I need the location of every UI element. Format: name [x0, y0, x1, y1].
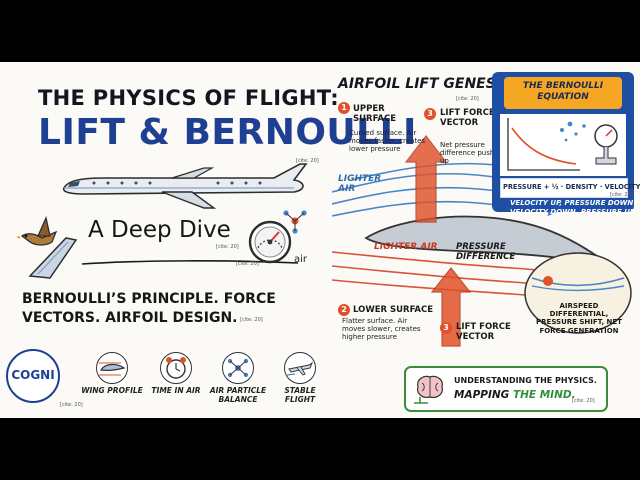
cite-equation: [cite: 20] — [610, 192, 633, 198]
lower-surface-title: LOWER SURFACE — [353, 305, 434, 315]
slide: THE PHYSICS OF FLIGHT: LIFT & BERNOULLI … — [0, 62, 640, 418]
subtitle: A Deep Dive — [88, 217, 231, 243]
lighter-air-top: LIGHTER AIR — [338, 174, 382, 194]
step-number-3-bottom: 3 — [440, 322, 452, 334]
mind-box: UNDERSTANDING THE PHYSICS. MAPPING THE M… — [404, 366, 608, 412]
step-number-2: 2 — [338, 304, 350, 316]
gauge-label: air — [294, 254, 308, 265]
lower-surface-desc: Flatter surface. Air moves slower, creat… — [342, 317, 421, 342]
upper-surface-desc: Curved surface. Air moves faster, create… — [349, 129, 426, 154]
cite-subtitle: [cite: 20] — [216, 244, 239, 250]
airplane-icon — [284, 352, 316, 384]
item-time-in-air: TIME IN AIR — [144, 352, 208, 396]
mind-line-2a: MAPPING — [454, 389, 513, 401]
airfoil-title: AIRFOIL LIFT GENESIS — [338, 76, 512, 92]
mind-line-2b: THE MIND. — [512, 389, 576, 401]
lift-force-title: LIFT FORCE VECTOR — [440, 108, 495, 128]
cite-title: [cite: 20] — [296, 158, 319, 164]
alarm-clock-icon — [160, 352, 192, 384]
item-label: TIME IN AIR — [151, 386, 201, 395]
pressure-difference-label: PRESSURE DIFFERENCE — [456, 242, 516, 262]
airspeed-inset — [524, 252, 632, 334]
item-label: AIR PARTICLE BALANCE — [209, 386, 267, 404]
lighter-air-bottom: LIGHTER AIR — [374, 242, 438, 252]
upper-surface-title: UPPER SURFACE — [353, 104, 397, 124]
step-number-3-top: 3 — [424, 108, 436, 120]
bernoulli-line-1: VELOCITY UP, PRESSURE DOWN — [510, 199, 634, 207]
mind-line-2: MAPPING THE MIND. — [454, 389, 576, 401]
cite-tagline: [cite: 20] — [240, 317, 263, 323]
item-stable-flight: STABLE FLIGHT — [268, 352, 332, 404]
lift-force-title-2: LIFT FORCE VECTOR — [456, 322, 511, 342]
bernoulli-equation: PRESSURE + ½ · DENSITY · VELOCITY² = CON… — [503, 183, 640, 191]
bernoulli-line-2: VELOCITY DOWN, PRESSURE UP — [510, 208, 636, 216]
item-wing-profile: WING PROFILE — [80, 352, 144, 396]
pressure-gauge-icon — [248, 220, 292, 264]
logo-text: COGNI — [11, 368, 55, 382]
cite-gauge: [cite: 20] — [236, 261, 259, 267]
mind-line-1: UNDERSTANDING THE PHYSICS. — [454, 376, 597, 385]
molecule-icon — [283, 210, 307, 234]
item-label: STABLE FLIGHT — [284, 386, 316, 404]
item-label: WING PROFILE — [81, 386, 143, 395]
bird-icon — [16, 215, 58, 246]
particle-balance-icon — [222, 352, 254, 384]
item-air-particle-balance: AIR PARTICLE BALANCE — [206, 352, 270, 404]
tagline: BERNOULLI’S PRINCIPLE. FORCE VECTORS. AI… — [22, 291, 276, 326]
cite-logo: [cite: 20] — [60, 402, 83, 408]
airliner-icon — [62, 163, 308, 209]
velocity-pressure-graph — [507, 118, 618, 171]
lift-arrow-bottom — [430, 267, 472, 347]
wing-profile-icon — [96, 352, 128, 384]
lift-force-desc: Net pressure difference pushes up — [440, 141, 503, 166]
cite-mind: [cite: 20] — [572, 398, 595, 404]
inset-caption: AIRSPEED DIFFERENTIAL, PRESSURE SHIFT, N… — [536, 302, 622, 335]
cite-airfoil: [cite: 20] — [456, 96, 479, 102]
title-line-1: THE PHYSICS OF FLIGHT: — [38, 86, 339, 110]
title-line-2: LIFT & BERNOULLI — [38, 112, 417, 153]
bernoulli-graph — [500, 114, 626, 176]
bernoulli-tag-text: THE BERNOULLI EQUATION — [522, 81, 604, 102]
lift-arrow-top — [404, 135, 448, 223]
step-number-1: 1 — [338, 102, 350, 114]
brain-microscope-icon — [414, 375, 443, 404]
bernoulli-tag: THE BERNOULLI EQUATION — [504, 77, 622, 109]
cogni-logo: COGNI — [6, 349, 60, 403]
bernoulli-equation-box: PRESSURE + ½ · DENSITY · VELOCITY² = CON… — [500, 178, 640, 198]
wing-icon — [28, 237, 78, 279]
